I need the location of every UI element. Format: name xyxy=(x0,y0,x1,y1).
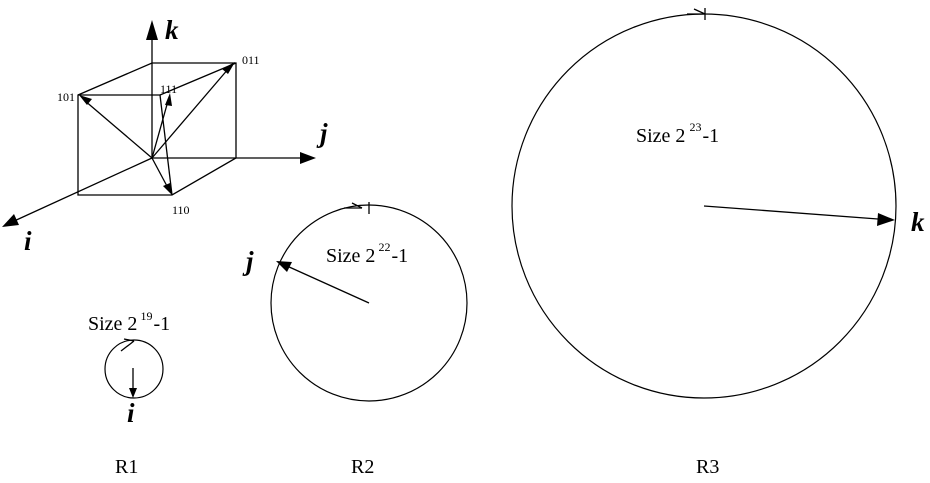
r1-size-suffix: -1 xyxy=(153,313,170,335)
j-axis-arrowhead xyxy=(300,152,316,164)
r3-size-prefix: Size 2 xyxy=(636,125,685,147)
r2-size-exponent: 22 xyxy=(378,240,390,254)
r2-start-marker-head xyxy=(351,202,363,209)
register-r3: Size 2 23-1 k R3 xyxy=(511,8,925,478)
axis-label-k: k xyxy=(165,15,179,45)
axis-label-j: j xyxy=(316,118,328,148)
i-axis-arrowhead xyxy=(2,214,19,227)
r1-start-marker xyxy=(120,340,135,352)
r1-size-prefix: Size 2 xyxy=(88,313,137,335)
r2-label: R2 xyxy=(351,456,374,478)
r2-size-suffix: -1 xyxy=(391,245,408,267)
r3-size-exponent: 23 xyxy=(689,120,701,134)
cube-figure: i j k 101 111 011 110 xyxy=(2,15,328,256)
r3-label: R3 xyxy=(696,456,719,478)
vector-110 xyxy=(151,157,169,189)
k-axis-arrowhead xyxy=(146,20,158,40)
vector-111-arrowhead xyxy=(165,93,172,106)
r3-size-suffix: -1 xyxy=(702,125,719,147)
r3-tap-label: k xyxy=(911,207,925,237)
cube-outline xyxy=(77,62,237,196)
vertex-label-110: 110 xyxy=(172,203,190,217)
r1-size-exponent: 19 xyxy=(140,309,152,323)
r1-tap-label: i xyxy=(127,398,135,428)
r2-tap-arrowhead xyxy=(276,261,292,272)
vertex-label-111: 111 xyxy=(160,82,177,96)
r3-tap-line xyxy=(703,205,879,220)
cube-edge-vertical-front xyxy=(159,94,173,196)
r1-tap-arrowhead xyxy=(129,388,137,398)
r3-size-text: Size 2 23-1 xyxy=(636,120,719,147)
r2-tap-label: j xyxy=(242,246,254,276)
r1-start-marker-head xyxy=(123,338,135,342)
r3-start-marker-head xyxy=(693,8,706,15)
vertex-label-101: 101 xyxy=(57,90,75,104)
vector-110-arrowhead xyxy=(163,183,172,195)
r1-label: R1 xyxy=(115,456,138,478)
i-axis-line xyxy=(11,157,153,223)
vector-111 xyxy=(151,100,169,159)
r3-tap-arrowhead xyxy=(877,213,895,226)
vector-011 xyxy=(151,67,230,159)
vector-101-arrowhead xyxy=(79,95,92,105)
r2-tap-line xyxy=(286,265,370,304)
r2-size-prefix: Size 2 xyxy=(326,245,375,267)
vector-101 xyxy=(83,99,153,159)
vertex-label-011: 011 xyxy=(242,53,260,67)
axis-label-i: i xyxy=(24,226,32,256)
r1-ring xyxy=(104,339,164,399)
vector-011-arrowhead xyxy=(222,62,235,74)
